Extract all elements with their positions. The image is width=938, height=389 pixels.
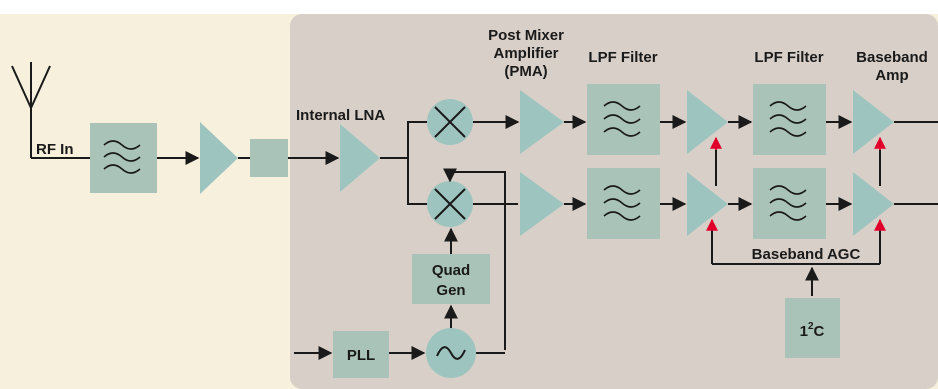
rf-amplifier	[200, 122, 238, 194]
agc-arrows	[706, 136, 886, 231]
antenna-icon	[11, 62, 51, 158]
pma-label-1: Post Mixer	[488, 27, 564, 44]
pma-i	[520, 90, 564, 154]
quad-gen-block	[412, 254, 490, 304]
pma-label-2: Amplifier	[493, 45, 558, 62]
mixer-q	[427, 181, 473, 227]
rf-in-label: RF In	[36, 141, 74, 158]
filter-wave-icon	[769, 101, 807, 137]
quad-gen-label-2: Gen	[436, 282, 465, 299]
rf-buffer-block	[250, 139, 288, 177]
rf-filter-block	[90, 123, 157, 193]
filter-wave-icon	[603, 101, 641, 137]
filter-wave-icon	[603, 185, 641, 221]
baseband-amp-i-2	[853, 90, 894, 154]
pll-block	[333, 331, 389, 378]
mixer-x-icon	[434, 106, 466, 138]
baseband-agc-label: Baseband AGC	[752, 246, 861, 263]
baseband-amp-q-2	[853, 172, 894, 236]
i2c-label: 12C	[800, 321, 825, 340]
mixer-x-icon	[434, 188, 466, 220]
lpf-i-2	[753, 84, 826, 155]
vco-oscillator	[426, 328, 476, 378]
i2c-block	[785, 298, 840, 358]
internal-lna	[340, 124, 380, 192]
baseband-amp-i-1	[687, 90, 728, 154]
pll-label: PLL	[347, 347, 375, 364]
lpf-i-1	[587, 84, 660, 155]
oscillator-sine-icon	[436, 346, 466, 360]
internal-lna-label: Internal LNA	[296, 107, 385, 124]
pma-label-3: (PMA)	[504, 63, 547, 80]
mixer-i	[427, 99, 473, 145]
filter-wave-icon	[769, 185, 807, 221]
baseband-amp-label-1: Baseband	[856, 49, 928, 66]
lpf-label-1: LPF Filter	[588, 49, 657, 66]
baseband-amp-q-1	[687, 172, 728, 236]
filter-wave-icon	[103, 140, 141, 174]
lpf-q-2	[753, 168, 826, 239]
quad-gen-label-1: Quad	[432, 262, 470, 279]
lpf-q-1	[587, 168, 660, 239]
baseband-amp-label-2: Amp	[875, 67, 908, 84]
pma-q	[520, 172, 564, 236]
lpf-label-2: LPF Filter	[754, 49, 823, 66]
